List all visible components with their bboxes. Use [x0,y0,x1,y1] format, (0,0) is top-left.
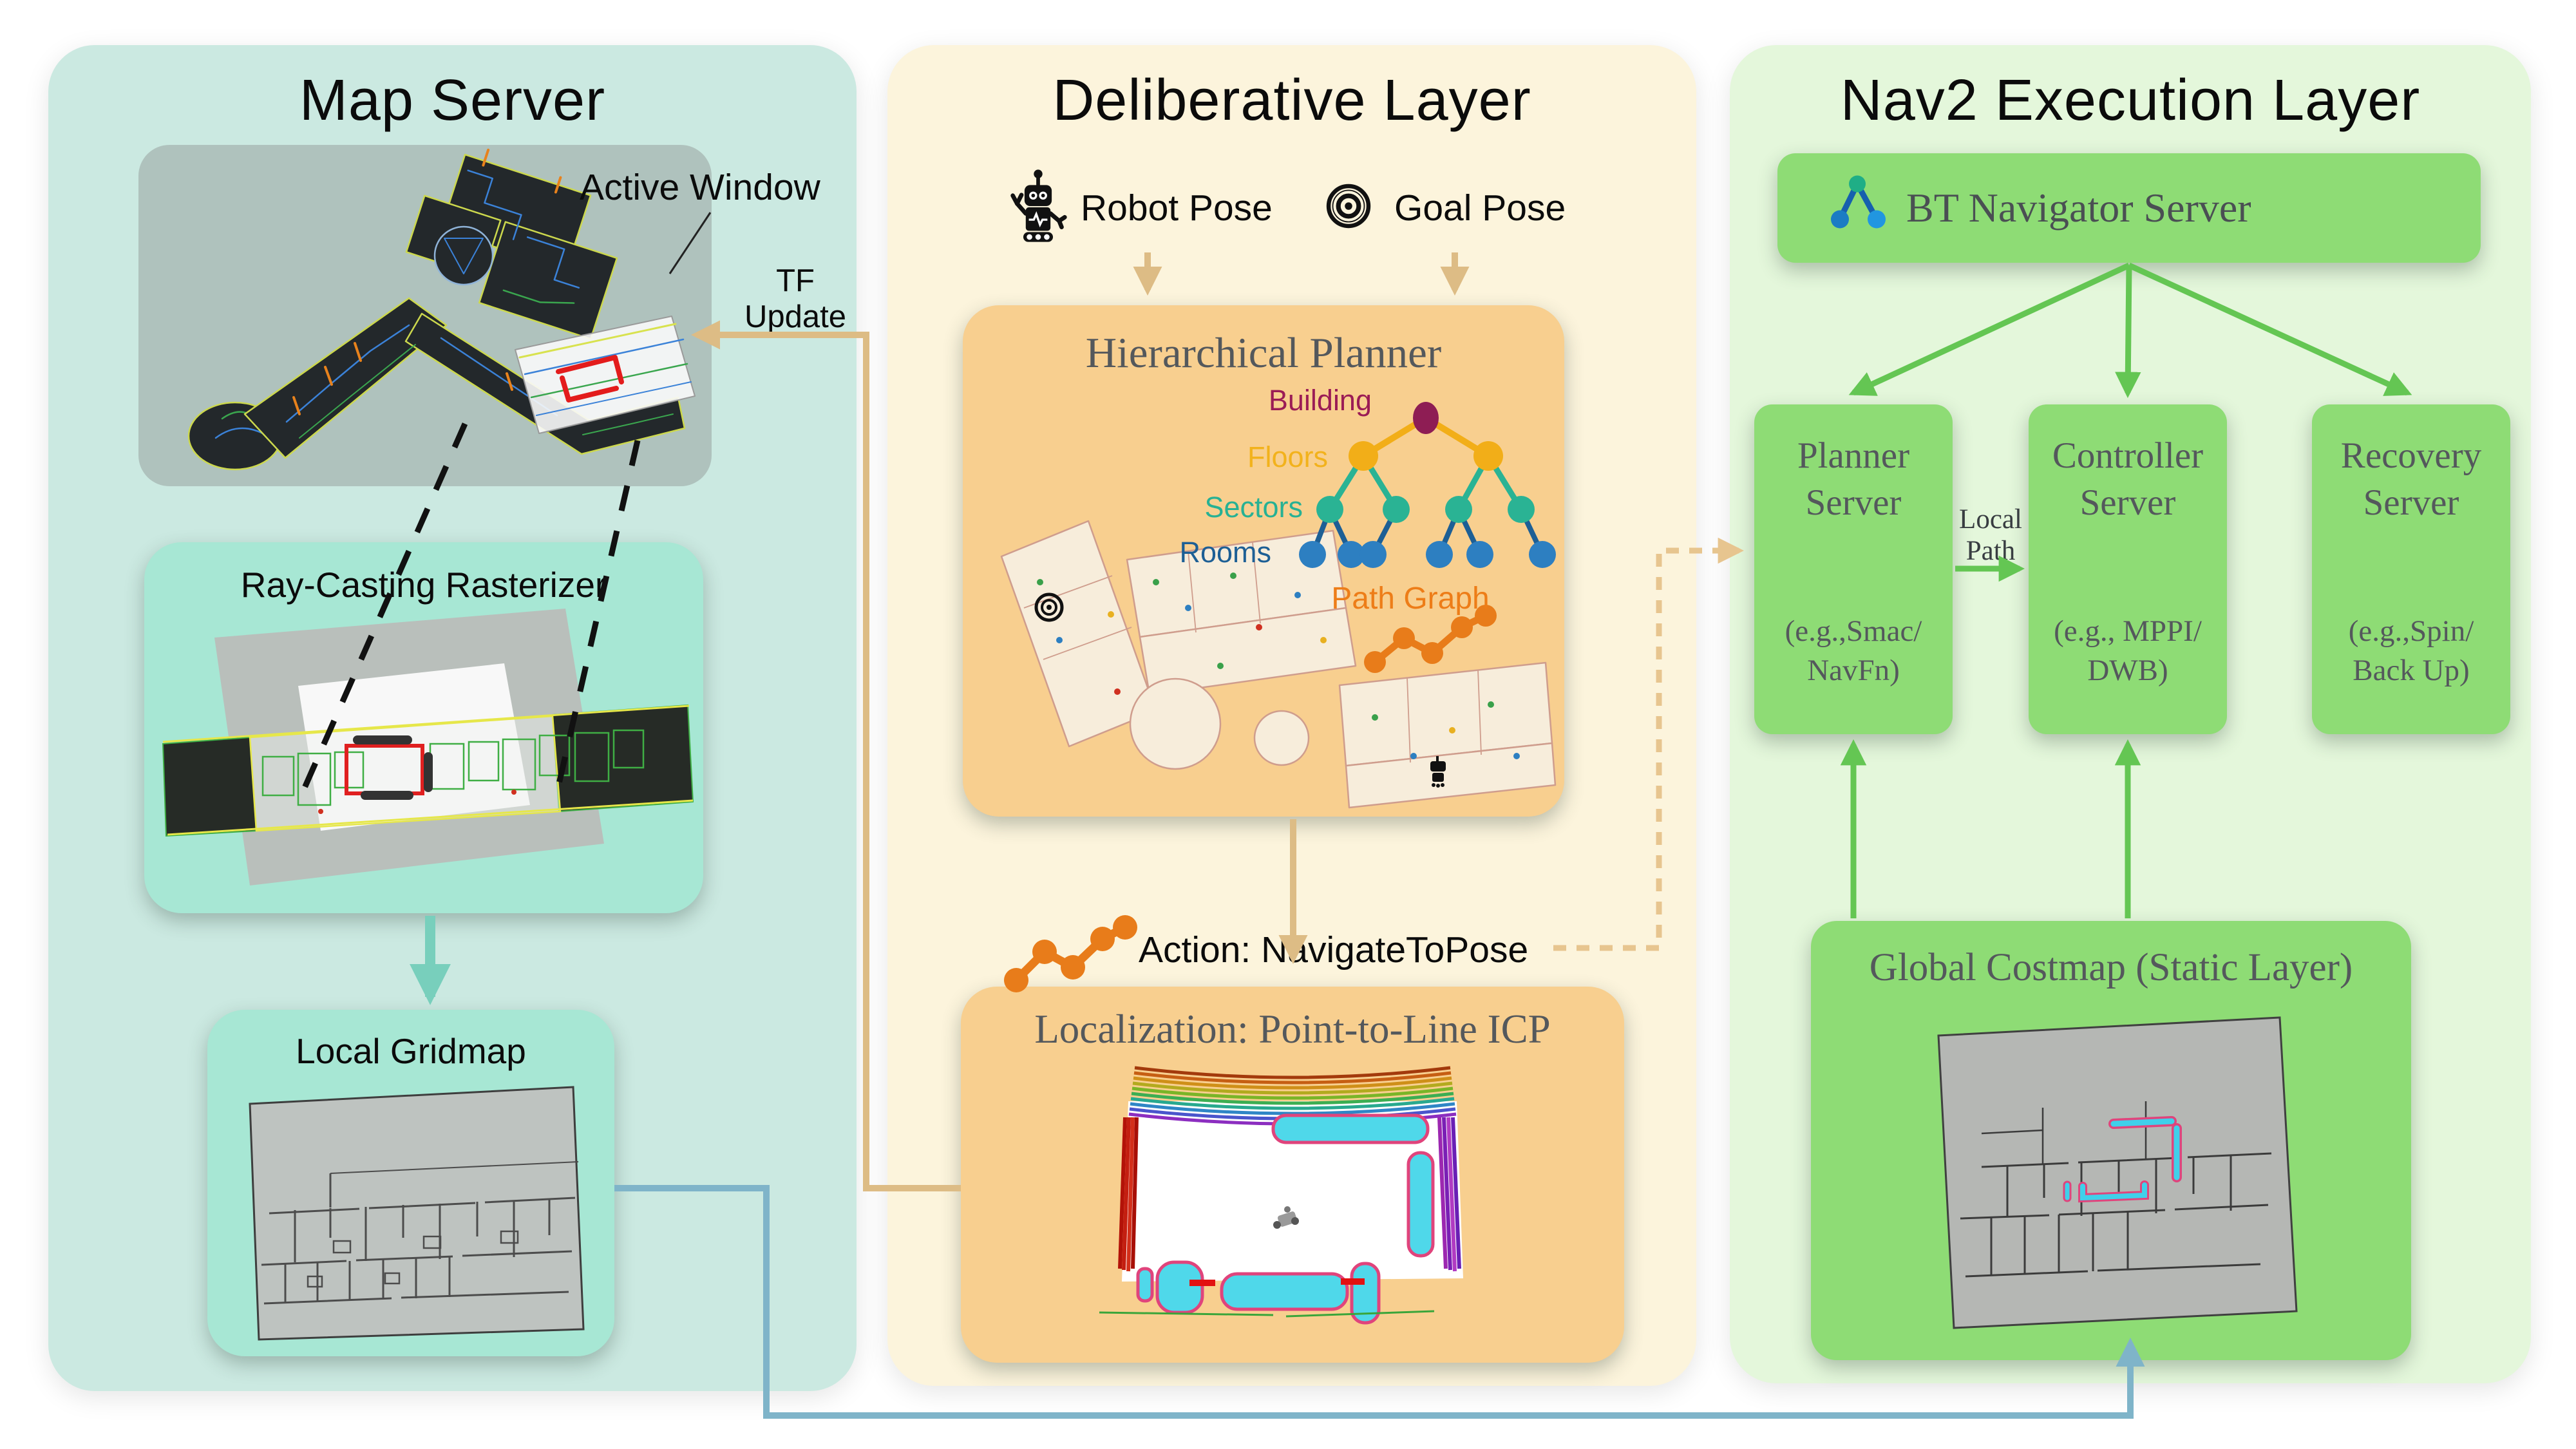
recovery-title-line2: Server [2363,482,2459,523]
local-gridmap-art [249,1086,585,1341]
recovery-title: Recovery Server [2312,433,2510,527]
controller-title: Controller Server [2029,433,2227,527]
controller-subtitle-line2: DWB) [2087,654,2168,688]
raycasting-art [162,609,694,886]
recovery-server-box: Recovery Server (e.g.,Spin/ Back Up) [2312,404,2510,734]
recovery-subtitle: (e.g.,Spin/ Back Up) [2312,612,2510,690]
path-graph-icon [1364,605,1497,673]
tree-label-rooms: Rooms [1179,536,1271,569]
planner-title-line2: Server [1805,482,1902,523]
goal-pose-label: Goal Pose [1394,187,1566,229]
planner-server-box: Planner Server (e.g.,Smac/ NavFn) [1754,404,1953,734]
active-window-label: Active Window [580,167,820,208]
local-gridmap-title: Local Gridmap [296,1031,526,1071]
global-costmap-art [1937,1016,2298,1329]
recovery-subtitle-line2: Back Up) [2353,654,2470,688]
action-path-icon [1004,915,1137,992]
planner-subtitle: (e.g.,Smac/ NavFn) [1754,612,1953,690]
controller-server-box: Controller Server (e.g., MPPI/ DWB) [2029,404,2227,734]
tree-label-floors: Floors [1247,440,1328,473]
robot-pose-label: Robot Pose [1081,187,1273,229]
floorplan-robot-icon [1430,756,1446,788]
goal-bullseye-icon [1326,184,1371,229]
recovery-subtitle-line1: (e.g.,Spin/ [2348,614,2474,648]
hierarchical-planner-box: Hierarchical Planner [963,305,1564,817]
hierarchical-planner-title: Hierarchical Planner [1085,329,1442,377]
behavior-tree-icon [1831,175,1886,229]
map-3d-art [187,148,696,471]
path-graph-label: Path Graph [1331,582,1490,616]
tree-label-sectors: Sectors [1204,491,1303,524]
action-label: Action: NavigateToPose [1139,929,1529,971]
controller-subtitle-line1: (e.g., MPPI/ [2054,614,2202,648]
planner-subtitle-line2: NavFn) [1807,654,1900,688]
deliberative-title: Deliberative Layer [1052,68,1531,133]
controller-title-line2: Server [2079,482,2176,523]
floorplan-goal-icon [1034,592,1064,622]
global-costmap-box: Global Costmap (Static Layer) [1811,921,2411,1360]
planner-title: Planner Server [1754,433,1953,527]
planner-subtitle-line1: (e.g.,Smac/ [1785,614,1922,648]
planner-title-line1: Planner [1797,435,1910,476]
robot-icon [1010,169,1067,242]
tf-update-label: TF Update [744,263,846,334]
localization-box: Localization: Point-to-Line ICP [961,987,1624,1363]
local-path-line1: Local [1959,504,2022,535]
local-path-label: Local Path [1954,504,2027,567]
controller-title-line1: Controller [2052,435,2204,476]
localization-scan-art [1099,1066,1463,1325]
hierarchy-tree-and-floorplan-art [1000,402,1557,809]
active-window-art [515,316,696,434]
nav2-title: Nav2 Execution Layer [1840,68,2421,133]
local-path-line2: Path [1965,536,2016,567]
controller-subtitle: (e.g., MPPI/ DWB) [2029,612,2227,690]
bt-navigator-title: BT Navigator Server [1906,185,2251,231]
map-server-title: Map Server [299,68,606,133]
localization-title: Localization: Point-to-Line ICP [1034,1007,1551,1052]
recovery-title-line1: Recovery [2340,435,2482,476]
bt-navigator-box: BT Navigator Server [1777,153,2481,263]
global-costmap-title: Global Costmap (Static Layer) [1869,946,2353,989]
tree-label-building: Building [1268,384,1372,417]
